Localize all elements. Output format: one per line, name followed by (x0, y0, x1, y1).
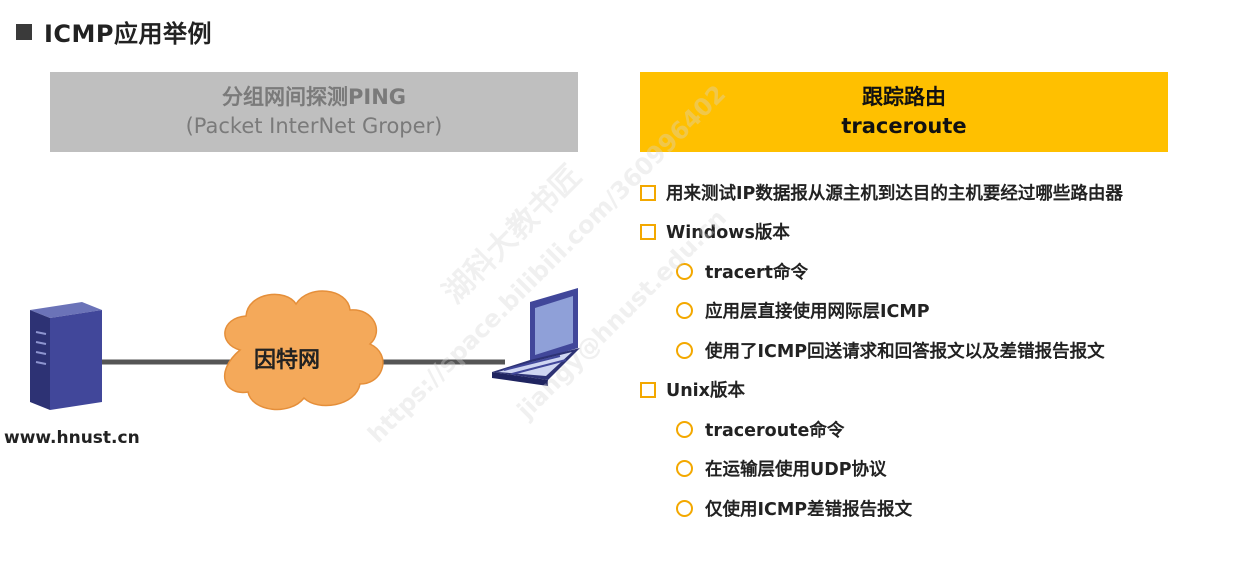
bullet-text: 使用了ICMP回送请求和回答报文以及差错报告报文 (705, 342, 1105, 362)
title-square-icon (16, 23, 32, 40)
circle-bullet-icon (676, 460, 693, 477)
circle-bullet-icon (676, 421, 693, 438)
slide-title: ICMP应用举例 (16, 14, 212, 49)
bullet-text: traceroute命令 (705, 421, 845, 441)
circle-bullet-icon (676, 263, 693, 280)
bullet-text: tracert命令 (705, 263, 809, 283)
bullet-item: Windows版本 (640, 219, 790, 244)
circle-bullet-icon (676, 342, 693, 359)
circle-bullet-icon (676, 302, 693, 319)
sub-bullet-item: traceroute命令 (676, 417, 844, 442)
server-icon (30, 302, 102, 410)
square-bullet-icon (640, 223, 656, 240)
sub-bullet-item: tracert命令 (676, 259, 808, 284)
tab-traceroute[interactable]: 跟踪路由 traceroute (640, 72, 1168, 152)
sub-bullet-item: 仅使用ICMP差错报告报文 (676, 496, 912, 521)
network-diagram (30, 288, 580, 411)
bullet-text: Windows版本 (666, 223, 790, 243)
internet-cloud-icon (223, 290, 384, 411)
tab-traceroute-title: 跟踪路由 (862, 85, 946, 109)
tab-traceroute-subtitle: traceroute (841, 114, 967, 138)
slide-title-text: ICMP应用举例 (44, 20, 213, 48)
bullet-text: 仅使用ICMP差错报告报文 (705, 500, 913, 520)
sub-bullet-item: 在运输层使用UDP协议 (676, 456, 887, 481)
server-url-label: www.hnust.cn (4, 428, 140, 448)
bullet-text: 用来测试IP数据报从源主机到达目的主机要经过哪些路由器 (666, 184, 1123, 204)
tab-ping[interactable]: 分组网间探测PING (Packet InterNet Groper) (50, 72, 578, 152)
bullet-text: Unix版本 (666, 381, 745, 401)
tab-ping-title: 分组网间探测PING (221, 85, 407, 109)
sub-bullet-item: 使用了ICMP回送请求和回答报文以及差错报告报文 (676, 338, 1105, 363)
internet-label: 因特网 (254, 348, 321, 373)
square-bullet-icon (640, 381, 656, 398)
bullet-text: 在运输层使用UDP协议 (705, 460, 887, 480)
bullet-item: 用来测试IP数据报从源主机到达目的主机要经过哪些路由器 (640, 180, 1123, 205)
bullet-item: Unix版本 (640, 377, 745, 402)
laptop-icon (492, 288, 580, 386)
bullet-text: 应用层直接使用网际层ICMP (705, 302, 930, 322)
tab-ping-subtitle: (Packet InterNet Groper) (185, 114, 443, 138)
sub-bullet-item: 应用层直接使用网际层ICMP (676, 298, 930, 323)
circle-bullet-icon (676, 500, 693, 517)
square-bullet-icon (640, 184, 656, 201)
